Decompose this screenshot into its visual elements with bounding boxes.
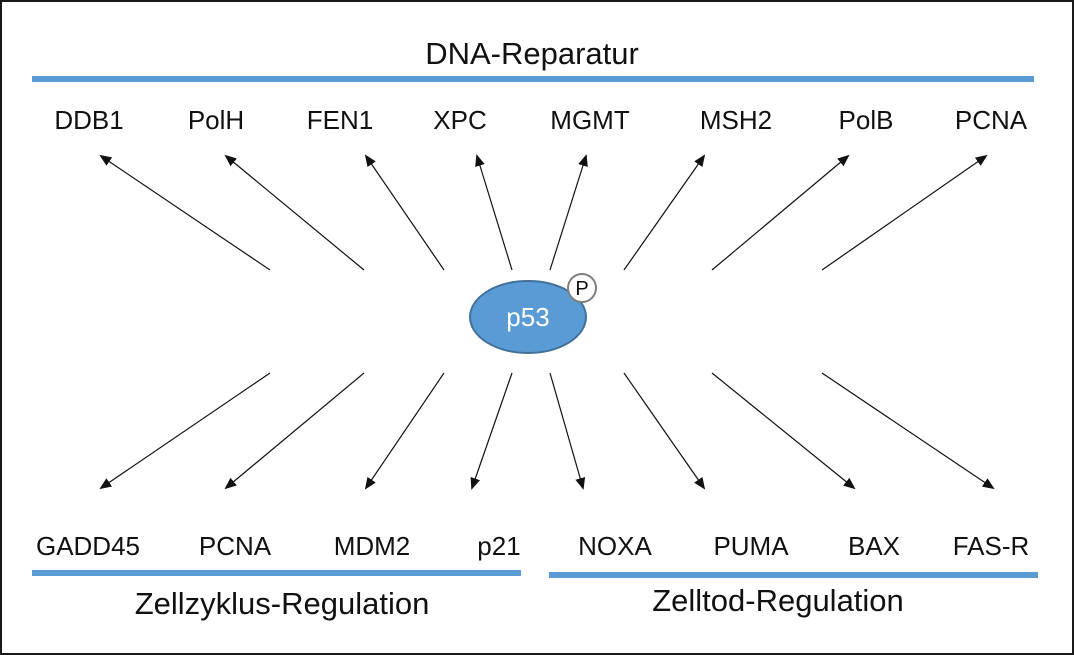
arrow-to-noxa: [549, 372, 586, 490]
gene-label-ddb1: DDB1: [54, 105, 123, 135]
gene-label-xpc: XPC: [433, 105, 486, 135]
p53-ellipse: [469, 280, 587, 354]
cell-death-gene-labels: NOXA PUMA BAX FAS-R: [578, 531, 1029, 561]
arrow-to-p21: [470, 372, 513, 490]
gene-label-bax: BAX: [848, 531, 900, 561]
dna-repair-gene-labels: DDB1 PolH FEN1 XPC MGMT MSH2 PolB PCNA: [54, 105, 1027, 135]
arrow-to-pcna-bottom: [224, 372, 365, 490]
gene-label-p21: p21: [477, 531, 520, 561]
arrow-to-bax: [711, 372, 856, 490]
gene-label-pcna-bottom: PCNA: [199, 531, 272, 561]
arrow-to-msh2: [623, 154, 706, 271]
gene-label-puma: PUMA: [713, 531, 789, 561]
arrow-to-polb: [711, 154, 850, 271]
gene-label-polb: PolB: [839, 105, 894, 135]
gene-label-fas-r: FAS-R: [953, 531, 1030, 561]
p53-label: p53: [506, 302, 549, 332]
arrow-to-mdm2: [364, 372, 445, 490]
gene-label-noxa: NOXA: [578, 531, 652, 561]
title-cell-cycle: Zellzyklus-Regulation: [135, 586, 430, 621]
arrow-to-fen1: [364, 154, 445, 271]
gene-label-mdm2: MDM2: [334, 531, 411, 561]
gene-label-gadd45: GADD45: [36, 531, 140, 561]
p53-node: p53: [469, 280, 587, 354]
title-cell-death: Zelltod-Regulation: [652, 583, 904, 618]
phosphate-label: P: [575, 278, 588, 300]
gene-label-fen1: FEN1: [307, 105, 373, 135]
arrow-to-mgmt: [549, 154, 588, 271]
title-dna-repair: DNA-Reparatur: [425, 36, 639, 71]
phosphorylation-marker: P: [567, 273, 597, 303]
arrow-to-puma: [623, 372, 706, 490]
arrow-to-gadd45: [99, 372, 271, 490]
gene-label-polh: PolH: [188, 105, 244, 135]
cell-cycle-gene-labels: GADD45 PCNA MDM2 p21: [36, 531, 521, 561]
regulation-arrows: [99, 154, 995, 490]
arrow-to-pcna-top: [821, 154, 988, 271]
gene-label-msh2: MSH2: [700, 105, 772, 135]
arrow-to-polh: [224, 154, 365, 271]
gene-label-mgmt: MGMT: [550, 105, 630, 135]
phosphate-circle: [567, 273, 597, 303]
arrow-to-xpc: [475, 154, 513, 271]
gene-label-pcna-top: PCNA: [955, 105, 1028, 135]
arrow-to-fas-r: [821, 372, 995, 490]
arrow-to-ddb1: [99, 154, 271, 271]
